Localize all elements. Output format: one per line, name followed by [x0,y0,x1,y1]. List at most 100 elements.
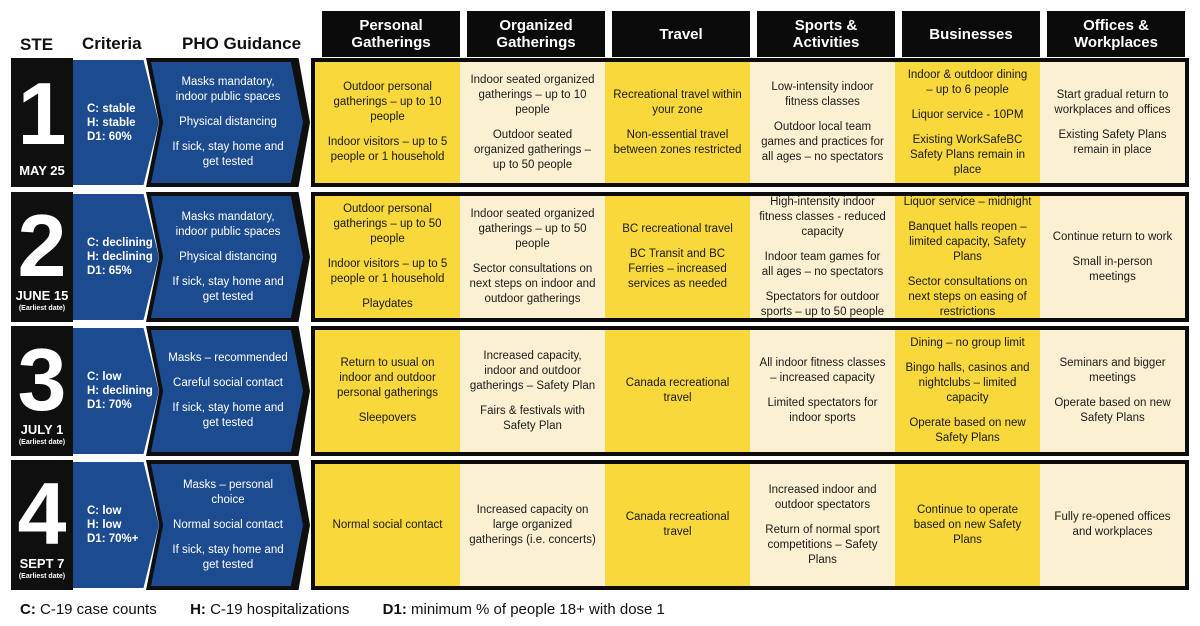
cell-text: Sleepovers [358,412,417,424]
cell-text: Outdoor personal gatherings – up to 50 p… [333,203,442,245]
cell-businesses: Indoor & outdoor dining – up to 6 people… [895,62,1040,183]
cell-sports-activities: All indoor fitness classes – increased c… [750,330,895,452]
step-date: SEPT 7 [19,556,65,571]
cell-text: Small in-person meetings [1072,255,1153,283]
criteria-cases: C: declining [87,237,153,249]
cell-text: Seminars and bigger meetings [1059,357,1166,384]
cell-organized-gatherings: Increased capacity on large organized ga… [460,464,605,586]
cell-text: Liquor service – midnight [903,195,1032,208]
cell-travel: Canada recreational travel [605,330,750,452]
cell-text: High-intensity indoor fitness classes - … [759,195,886,238]
cell-travel: Canada recreational travel [605,464,750,586]
cell-sports-activities: Low-intensity indoor fitness classes Out… [750,62,895,183]
step-3-row: Return to usual on indoor and outdoor pe… [311,326,1189,456]
cell-text: Fully re-opened offices and workplaces [1054,511,1171,538]
cell-organized-gatherings: Increased capacity, indoor and outdoor g… [460,330,605,452]
cell-text: Start gradual return to workplaces and o… [1054,88,1171,116]
step-3-block: 3 JULY 1 (Earliest date) [11,326,73,456]
cell-offices-workplaces: Seminars and bigger meetings Operate bas… [1040,330,1185,452]
cell-text: Increased capacity, indoor and outdoor g… [469,349,596,392]
pho-contact: Physical distancing [179,250,277,263]
column-header-travel: Travel [612,11,750,57]
pho-masks: Masks mandatory, indoor public spaces [175,76,281,103]
cell-text: Spectators for outdoor sports – up to 50… [760,290,885,318]
criteria-hospitalizations: H: declining [87,251,153,263]
column-header-offices-workplaces: Offices & Workplaces [1047,11,1185,57]
cell-personal-gatherings: Outdoor personal gatherings – up to 50 p… [315,196,460,318]
column-header-sports-activities: Sports & Activities [757,11,895,57]
cell-text: Existing WorkSafeBC Safety Plans remain … [909,133,1026,176]
cell-text: Outdoor seated organized gatherings – up… [474,128,591,171]
cell-businesses: Liquor service – midnight Banquet halls … [895,196,1040,318]
cell-personal-gatherings: Normal social contact [315,464,460,586]
cell-businesses: Continue to operate based on new Safety … [895,464,1040,586]
legend-d1-key: D1: [382,601,407,618]
cell-text: All indoor fitness classes – increased c… [759,357,886,384]
pho-sick: If sick, stay home and get tested [172,275,284,303]
criteria-hospitalizations: H: declining [87,385,153,397]
cell-text: Operate based on new Safety Plans [1054,397,1171,424]
cell-text: Banquet halls reopen – limited capacity,… [908,220,1027,263]
step-number: 3 [17,330,67,429]
cell-text: BC recreational travel [622,223,733,235]
cell-text: Sector consultations on next steps on in… [469,263,596,305]
step-2-row: Outdoor personal gatherings – up to 50 p… [311,192,1189,322]
cell-businesses: Dining – no group limit Bingo halls, cas… [895,330,1040,452]
cell-organized-gatherings: Indoor seated organized gatherings – up … [460,62,605,183]
step-1-criteria: C: stable H: stable D1: 60% [73,60,159,185]
cell-text: Outdoor personal gatherings – up to 10 p… [333,81,442,123]
pho-masks: Masks – recommended [168,352,288,364]
criteria-cases: C: low [87,371,122,383]
step-2-criteria: C: declining H: declining D1: 65% [73,194,159,320]
pho-masks: Masks mandatory, indoor public spaces [175,210,281,238]
cell-text: Indoor seated organized gatherings – up … [470,73,595,116]
cell-text: Recreational travel within your zone [613,88,742,116]
legend-h-key: H: [190,601,206,618]
cell-text: Dining – no group limit [910,337,1025,349]
cell-text: Indoor & outdoor dining – up to 6 people [907,68,1028,96]
cell-text: Indoor visitors – up to 5 people or 1 ho… [327,136,448,163]
legend-c-key: C: [20,601,36,618]
pho-contact: Physical distancing [179,116,277,128]
cell-text: Indoor visitors – up to 5 people or 1 ho… [327,258,448,285]
step-date: MAY 25 [19,163,65,178]
cell-organized-gatherings: Indoor seated organized gatherings – up … [460,196,605,318]
cell-text: Existing Safety Plans remain in place [1058,128,1167,156]
criteria-header: Criteria [82,34,142,53]
cell-text: Non-essential travel between zones restr… [613,128,742,156]
cell-offices-workplaces: Start gradual return to workplaces and o… [1040,62,1185,183]
criteria-dose1: D1: 60% [87,130,132,143]
criteria-hospitalizations: H: stable [87,116,136,129]
cell-text: Return to usual on indoor and outdoor pe… [336,357,438,399]
column-header-organized-gatherings: Organized Gatherings [467,11,605,57]
cell-text: Indoor team games for all ages – no spec… [761,250,884,278]
step-number: 2 [17,196,67,295]
cell-text: Outdoor local team games and practices f… [761,121,884,163]
step-date: JULY 1 [20,422,64,437]
step-4-criteria: C: low H: low D1: 70%+ [73,462,159,588]
legend-d1-text: minimum % of people 18+ with dose 1 [411,601,665,618]
cell-text: Increased indoor and outdoor spectators [768,483,877,511]
cell-personal-gatherings: Return to usual on indoor and outdoor pe… [315,330,460,452]
cell-text: Return of normal sport competitions – Sa… [765,523,880,566]
pho-contact: Normal social contact [173,518,283,531]
cell-text: Canada recreational travel [625,511,730,538]
legend-c-text: C-19 case counts [40,601,157,618]
pho-contact: Careful social contact [173,377,283,389]
criteria-cases: C: low [87,505,122,517]
cell-text: BC Transit and BC Ferries – increased se… [627,248,728,290]
cell-text: Operate based on new Safety Plans [909,417,1026,444]
criteria-hospitalizations: H: low [87,519,122,531]
step-number: 1 [17,64,67,163]
cell-text: Canada recreational travel [625,377,730,404]
step-date-note: (Earliest date) [18,439,66,446]
step-2-block: 2 JUNE 15 (Earliest date) [11,192,73,322]
pho-sick: If sick, stay home and get tested [172,141,284,168]
pho-masks: Masks – personal choice [182,478,274,506]
pho-sick: If sick, stay home and get tested [172,402,284,429]
cell-sports-activities: High-intensity indoor fitness classes - … [750,196,895,318]
cell-travel: BC recreational travel BC Transit and BC… [605,196,750,318]
criteria-dose1: D1: 65% [87,265,132,277]
cell-text: Fairs & festivals with Safety Plan [480,404,585,432]
cell-text: Continue to operate based on new Safety … [913,503,1022,546]
